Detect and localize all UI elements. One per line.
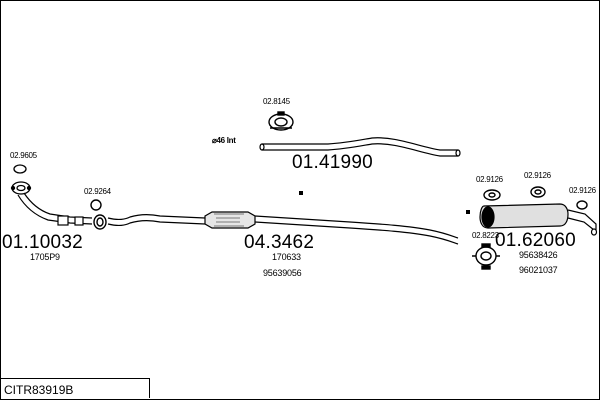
- part-number-rear-silencer: 01.62060: [495, 230, 576, 251]
- catalytic-converter-icon: [204, 211, 256, 229]
- accessory-number-rear-clamp: 02.8223: [472, 231, 499, 240]
- pipe-diameter-note: ⌀46 Int: [212, 136, 236, 145]
- rear-clamp-icon: [472, 243, 500, 270]
- diagram-code-box: CITR83919B: [0, 378, 150, 398]
- accessory-number-hanger-2: 02.9126: [524, 171, 551, 180]
- part-number-front-pipe: 01.10032: [2, 232, 83, 253]
- accessory-number-hanger-3: 02.9126: [569, 186, 596, 195]
- diagram-code: CITR83919B: [4, 383, 74, 397]
- marker-square: [299, 191, 303, 195]
- pipe-clamp-icon: [268, 111, 294, 131]
- part-ref-rear-silencer-2: 96021037: [519, 265, 558, 275]
- part-ref-front-pipe: 1705P9: [30, 252, 60, 262]
- tail-pipe: [259, 137, 461, 157]
- gasket-ring-icon: [90, 199, 107, 230]
- accessory-number-flange: 02.9605: [10, 151, 37, 160]
- part-number-middle-pipe: 04.3462: [244, 232, 315, 253]
- accessory-number-gasket: 02.9264: [84, 187, 111, 196]
- part-ref-rear-silencer-1: 95638426: [519, 250, 558, 260]
- part-ref-middle-pipe-1: 170633: [272, 252, 301, 262]
- marker-square: [466, 210, 470, 214]
- part-ref-middle-pipe-2: 95639056: [263, 268, 302, 278]
- hanger-rubber-icon: [483, 186, 588, 210]
- flange-gasket-icon: [13, 164, 27, 174]
- middle-pipe: [107, 214, 459, 245]
- accessory-number-hanger-1: 02.9126: [476, 175, 503, 184]
- rear-silencer-icon: [479, 203, 598, 236]
- accessory-number-clamp: 02.8145: [263, 97, 290, 106]
- front-pipe: [17, 192, 93, 226]
- front-flange-icon: [10, 181, 32, 195]
- part-number-tail-pipe: 01.41990: [292, 152, 373, 173]
